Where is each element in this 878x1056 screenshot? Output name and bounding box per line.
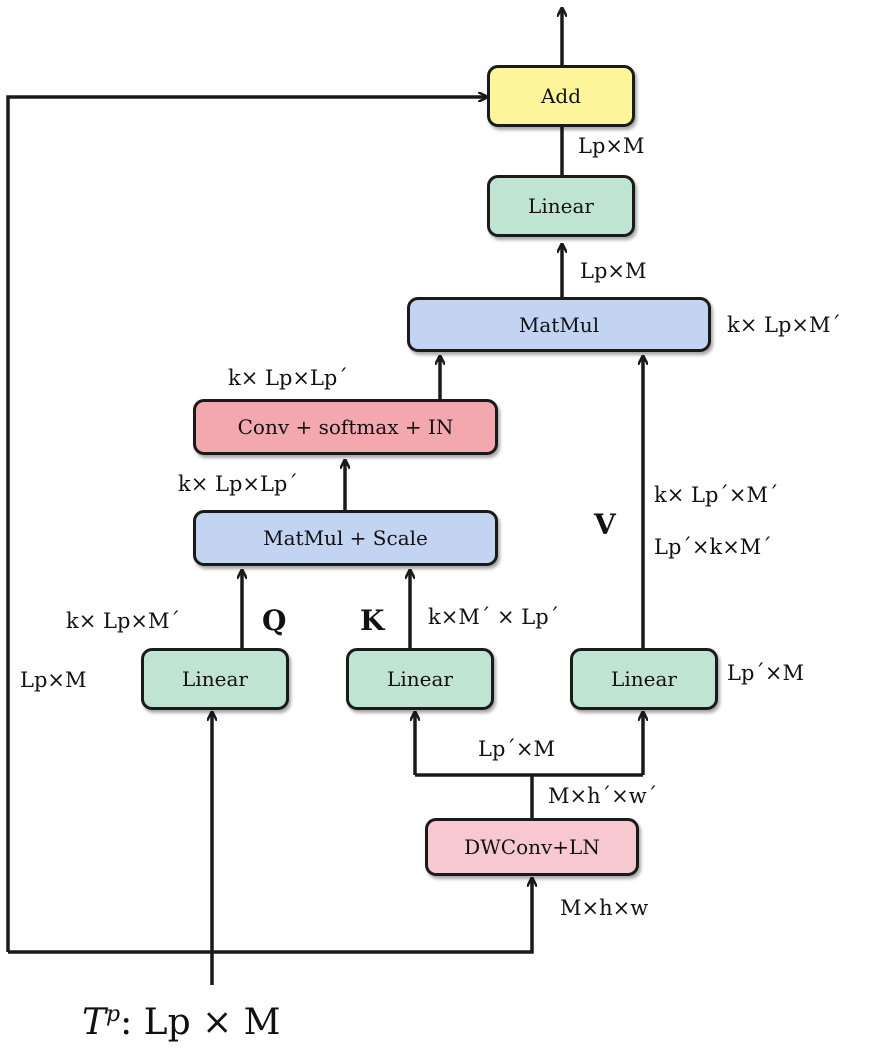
linear-k-node: Linear [346,648,494,710]
dim-input-left: Lp×M [20,668,87,692]
edge-residual [6,97,487,952]
linear-q-node: Linear [141,648,289,710]
edge-input-dwconv [8,878,532,954]
dim-add-in: Lp×M [578,134,645,158]
dim-v-upper: k× Lp´×M´ [654,483,779,507]
dim-linear-top-in: Lp×M [580,259,647,283]
input-dims: : Lp × M [120,1002,281,1043]
dim-conv-out: k× Lp×Lp´ [228,366,348,390]
dim-matmul-side: k× Lp×M´ [727,313,841,337]
dwconv-ln-node: DWConv+LN [425,818,639,876]
dim-kv-branch: Lp´×M [478,737,555,761]
dim-q: k× Lp×M´ [66,609,180,633]
conv-softmax-in-node: Conv + softmax + IN [193,399,498,455]
input-symbol: T [82,1002,107,1043]
dim-linear-v-side: Lp´×M [727,661,804,685]
linear-v-node: Linear [570,648,718,710]
add-node: Add [487,65,635,127]
dim-k: k×M´ × Lp´ [428,605,560,629]
dim-v-lower: Lp´×k×M´ [654,535,772,559]
dim-dwconv-out: M×h´×w´ [548,784,658,808]
q-label: Q [262,604,287,637]
matmul-node: MatMul [407,297,711,352]
matmul-scale-node: MatMul + Scale [193,510,498,566]
input-title: Tp: Lp × M [82,1004,281,1041]
k-label: K [360,604,385,637]
linear-output-node: Linear [487,175,635,237]
dim-dwconv-in: M×h×w [560,896,649,920]
input-superscript: p [106,1002,121,1027]
v-label: V [594,508,616,541]
dim-scale-out: k× Lp×Lp´ [178,472,298,496]
